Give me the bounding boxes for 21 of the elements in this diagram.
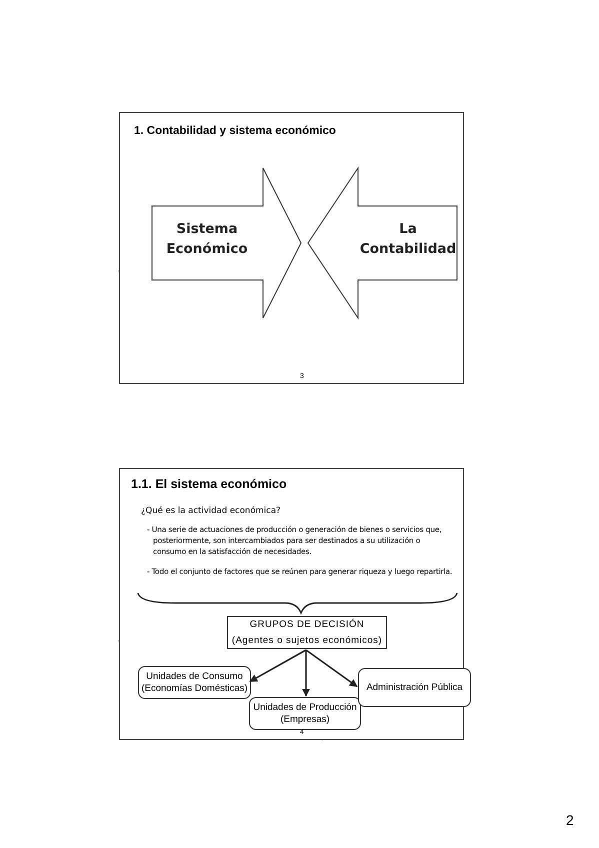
unit-box — [249, 697, 361, 730]
group-box — [227, 616, 387, 649]
slide-title: 1.1. El sistema económico — [131, 476, 288, 493]
arrow — [249, 649, 306, 682]
box-text: Administración Pública — [366, 682, 463, 694]
arrow-label: Sistema Económico — [165, 220, 249, 259]
slide-frame — [119, 112, 464, 384]
page-number: 2 — [566, 812, 574, 828]
slide-title: 1. Contabilidad y sistema económico — [134, 124, 337, 139]
box-text: (Agentes o sujetos económicos) — [232, 634, 382, 646]
block-arrow — [152, 168, 302, 318]
box-text: Unidades de Producción (Empresas) — [252, 702, 358, 726]
block-arrow — [308, 168, 458, 318]
box-text: Unidades de Consumo (Economías Domésticas) — [140, 670, 249, 694]
arrow — [306, 649, 358, 688]
unit-box — [138, 666, 251, 699]
arrow-label: La Contabilidad — [358, 220, 458, 259]
box-text: GRUPOS DE DECISIÓN — [250, 618, 364, 630]
unit-box — [358, 668, 471, 707]
arrow — [302, 650, 310, 697]
question-text: ¿Qué es la actividad económica? — [141, 505, 282, 518]
